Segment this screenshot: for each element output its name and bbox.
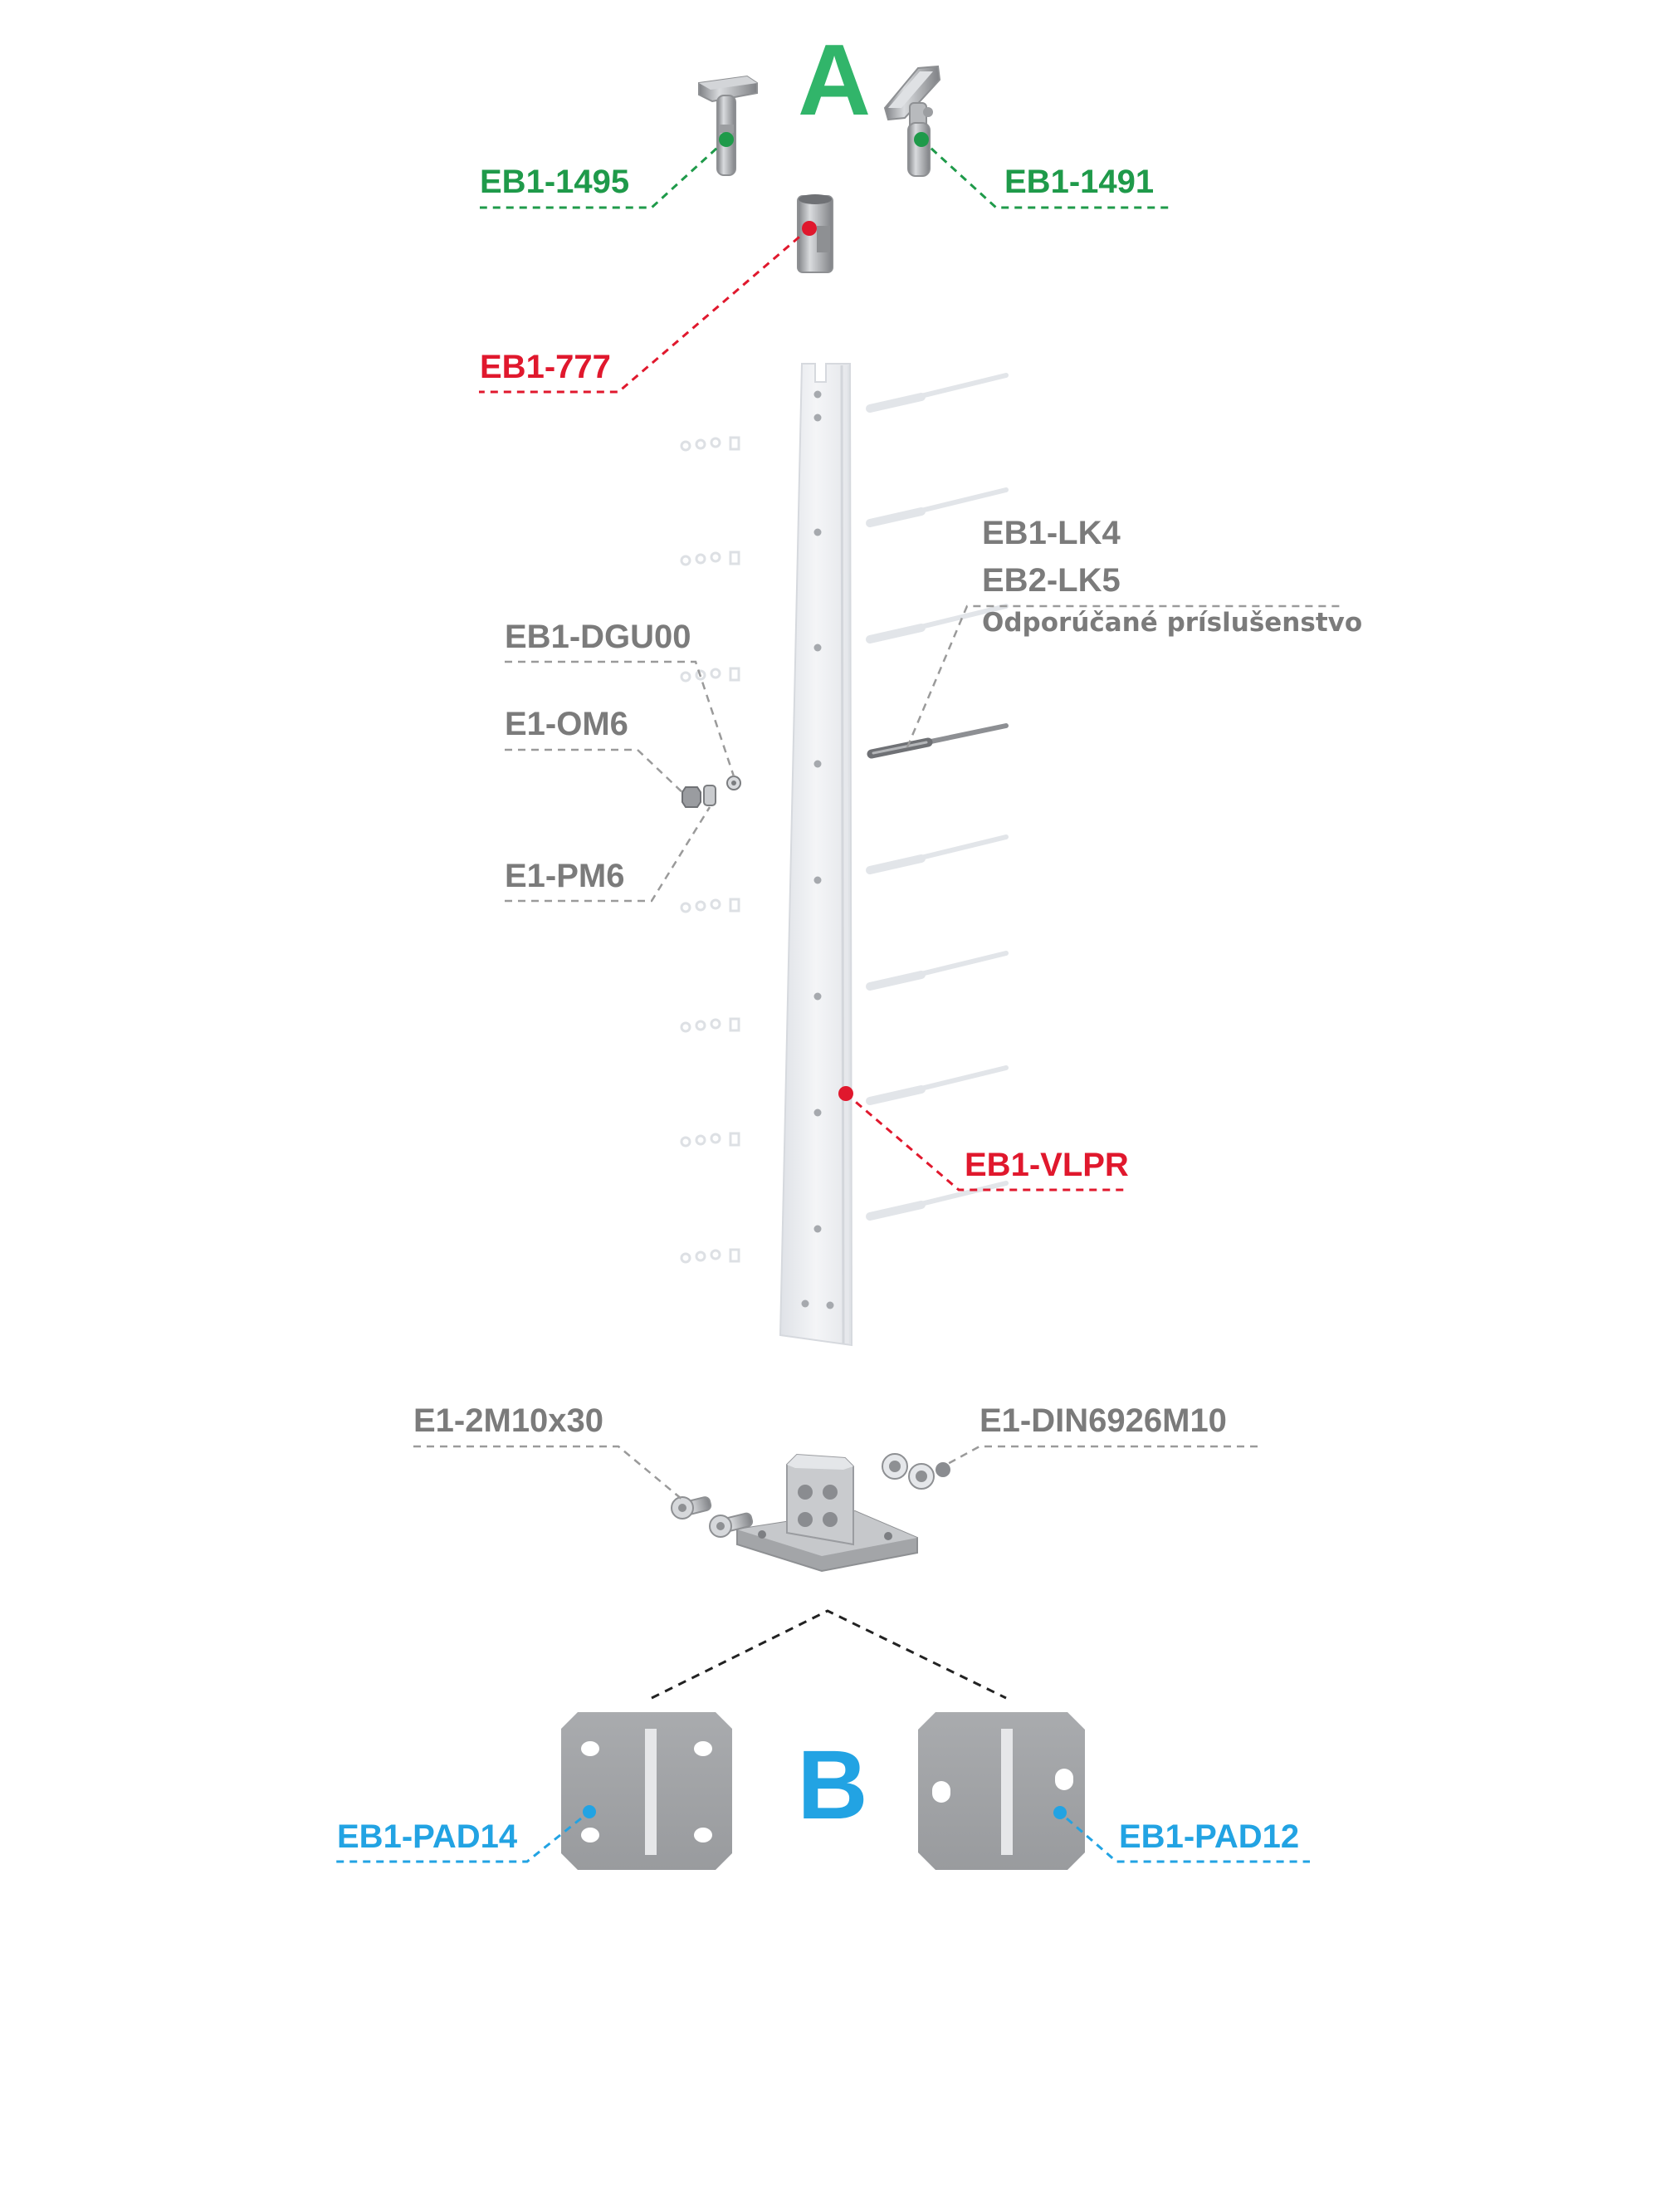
label-e1-om6: E1-OM6 bbox=[505, 706, 628, 742]
dgu00-fitting-set bbox=[681, 776, 741, 808]
eb1-1491-leader bbox=[920, 138, 1170, 209]
cable-tensioner-icon bbox=[866, 373, 1009, 1221]
group-b-letter: B bbox=[797, 1730, 867, 1840]
highlighted-cable-tensioner bbox=[867, 723, 1009, 759]
base-plate-round-holes-icon bbox=[561, 1712, 732, 1870]
group-a-letter: A bbox=[798, 23, 871, 136]
din6926m10-leader bbox=[944, 1445, 1258, 1467]
label-eb1-1491: EB1-1491 bbox=[1004, 164, 1154, 200]
base-bracket-icon bbox=[736, 1453, 918, 1573]
base-plate-slotted-holes-icon bbox=[918, 1712, 1085, 1870]
label-e1-pm6: E1-PM6 bbox=[505, 858, 625, 894]
label-eb1-lk4: EB1-LK4 bbox=[982, 515, 1121, 551]
2m10x30-leader bbox=[413, 1445, 683, 1500]
label-e1-2m10x30: E1-2M10x30 bbox=[413, 1402, 603, 1439]
lk-leader bbox=[906, 604, 1345, 748]
pm6-leader bbox=[505, 806, 711, 903]
eb1-1495-leader bbox=[480, 138, 728, 209]
label-eb1-1495: EB1-1495 bbox=[480, 164, 629, 200]
eb1-pad14-leader bbox=[336, 1817, 582, 1863]
label-eb1-pad14: EB1-PAD14 bbox=[337, 1818, 518, 1855]
t-handrail-holder-icon bbox=[698, 75, 758, 176]
eb1-pad14-marker bbox=[583, 1805, 596, 1818]
label-eb1-pad12: EB1-PAD12 bbox=[1119, 1818, 1299, 1855]
post-top-adapter-icon bbox=[797, 194, 833, 273]
dgu00-leader bbox=[505, 660, 735, 777]
label-eb1-777: EB1-777 bbox=[480, 349, 611, 385]
eb1-pad12-marker bbox=[1053, 1806, 1067, 1819]
nut-icon bbox=[882, 1453, 950, 1490]
bolt-icon bbox=[671, 1496, 754, 1538]
label-e1-din6926m10: E1-DIN6926M10 bbox=[980, 1402, 1227, 1439]
adjustable-handrail-holder-icon bbox=[883, 65, 941, 177]
label-recommended-accessories: Odporúčané príslušenstvo bbox=[982, 608, 1362, 638]
eb1-777-leader bbox=[479, 227, 810, 394]
flat-bar-post-icon bbox=[779, 363, 853, 1347]
label-eb2-lk5: EB2-LK5 bbox=[982, 562, 1121, 599]
eb1-vlpr-leader bbox=[845, 1092, 1126, 1192]
om6-leader bbox=[505, 748, 686, 796]
cable-end-fitting-icon bbox=[680, 436, 740, 1264]
label-eb1-vlpr: EB1-VLPR bbox=[965, 1147, 1129, 1183]
base-plate-options-connector bbox=[651, 1609, 1007, 1700]
label-eb1-dgu00: EB1-DGU00 bbox=[505, 619, 691, 655]
